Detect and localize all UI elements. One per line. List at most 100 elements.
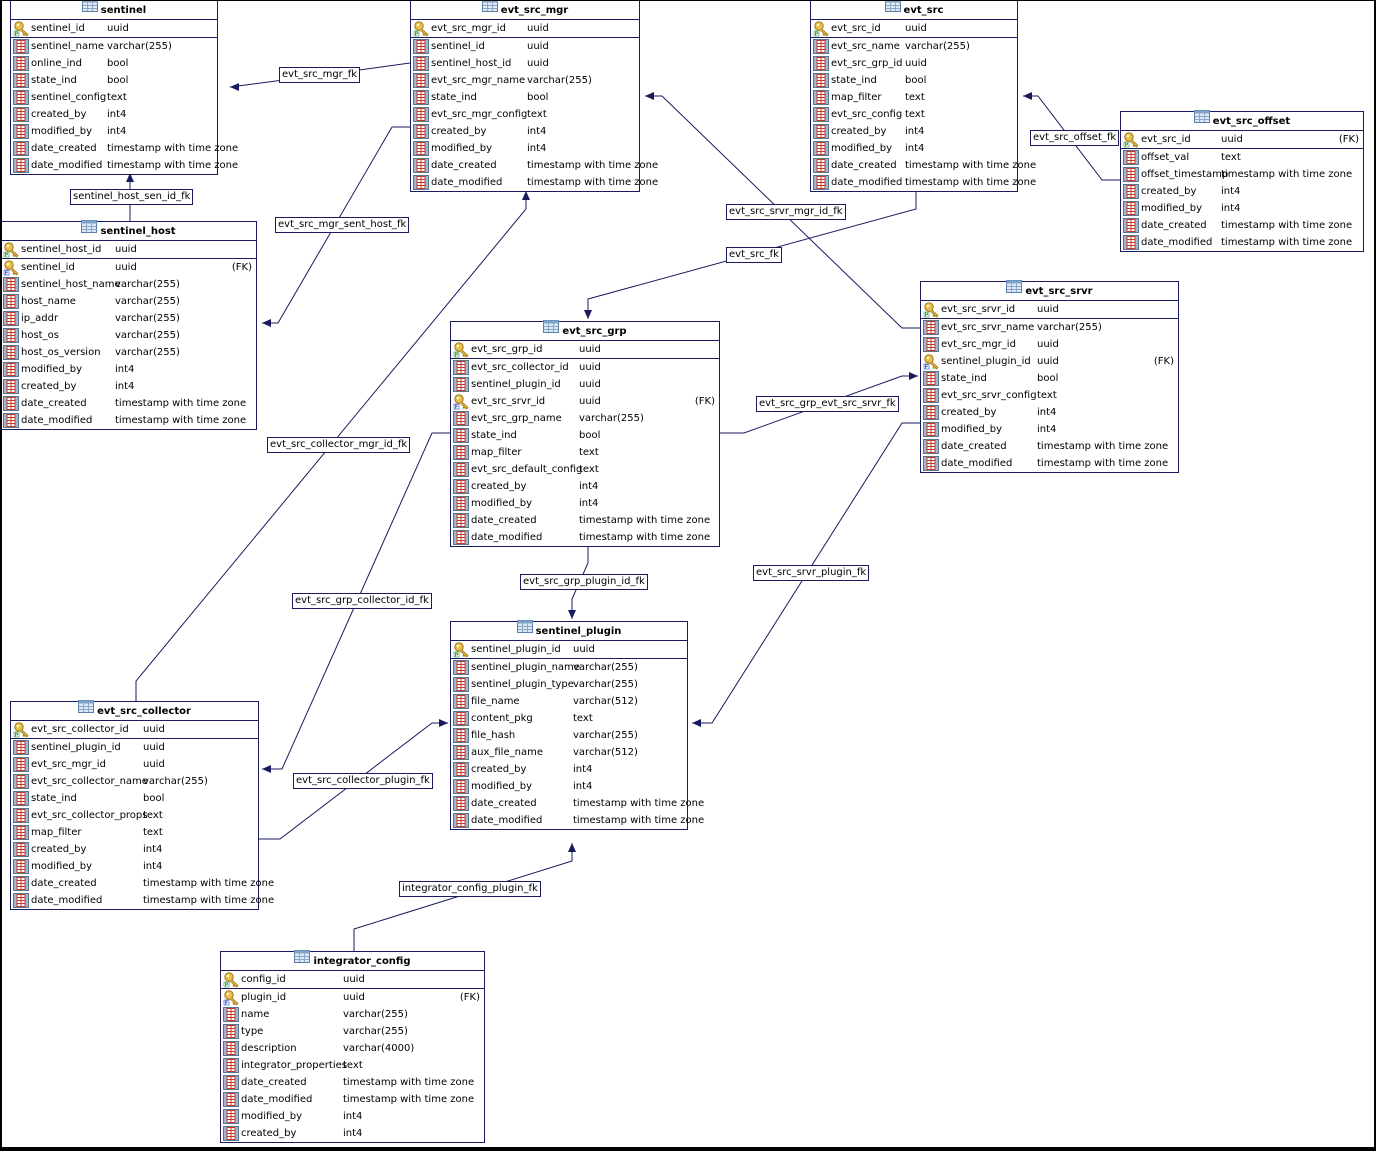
relationship-label[interactable]: evt_src_collector_mgr_id_fk [267, 437, 411, 453]
relationship-label[interactable]: evt_src_grp_plugin_id_fk [520, 574, 648, 590]
table-header[interactable]: evt_src_srvr [921, 280, 1178, 301]
table-header[interactable]: evt_src_collector [11, 700, 258, 721]
table-header[interactable]: sentinel [11, 1, 217, 20]
relationship-label[interactable]: evt_src_grp_evt_src_srvr_fk [756, 396, 899, 412]
relationship-label[interactable]: integrator_config_plugin_fk [399, 881, 541, 897]
relationship-label[interactable]: evt_src_offset_fk [1030, 130, 1120, 146]
table-header[interactable]: evt_src_grp [451, 320, 719, 341]
relationship-line-integrator-config-plugin-fk[interactable] [353, 843, 573, 951]
relationship-label[interactable]: evt_src_srvr_mgr_id_fk [726, 204, 846, 220]
relationship-label[interactable]: evt_src_collector_plugin_fk [293, 773, 433, 789]
table-header[interactable]: evt_src_offset [1121, 110, 1363, 131]
table-header[interactable]: sentinel_host [2, 220, 256, 241]
relationship-label[interactable]: evt_src_grp_collector_id_fk [292, 593, 432, 609]
relationship-label[interactable]: evt_src_fk [726, 247, 782, 263]
table-header[interactable]: evt_src [811, 1, 1017, 20]
relationship-label[interactable]: evt_src_srvr_plugin_fk [753, 565, 870, 581]
table-header[interactable]: sentinel_plugin [451, 620, 687, 641]
table-header[interactable]: evt_src_mgr [411, 1, 639, 20]
